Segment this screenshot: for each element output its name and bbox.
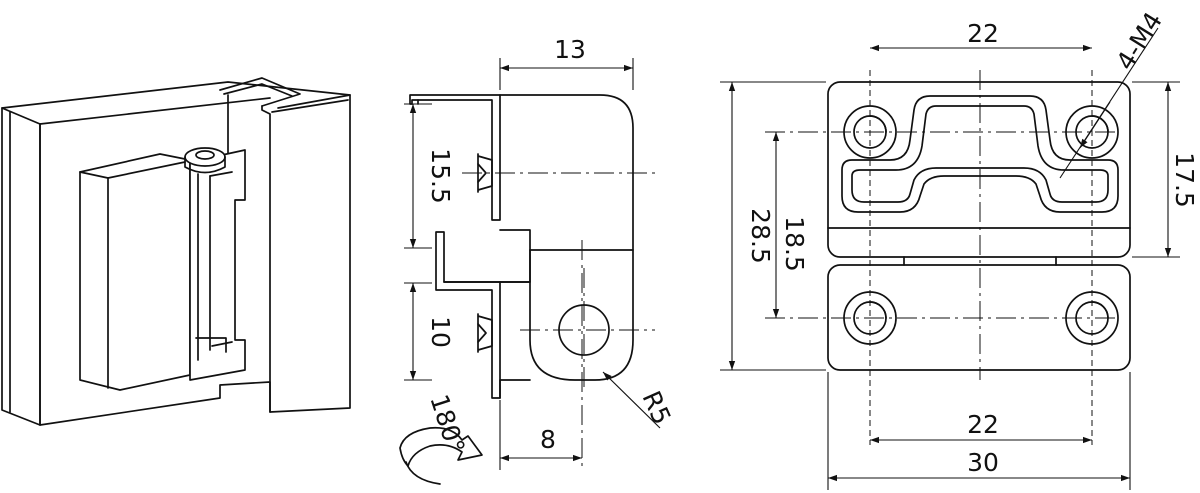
upper-plate [827,81,1131,258]
lower-plate [827,264,1131,371]
screw-upper [462,153,655,193]
dim-side-width: 13 [554,35,586,64]
isometric-view [1,77,351,426]
rotation-arrow-icon [399,426,483,485]
dim-side-radius: R5 [637,387,677,429]
dim-front-top: 22 [967,19,999,48]
side-view: 13 15.5 10 8 R5 180° [399,35,677,485]
raised-boss [841,95,1119,213]
dim-side-upper: 15.5 [426,148,455,204]
dim-front-inner-height: 18.5 [780,216,809,272]
dim-front-bottom: 22 [967,410,999,439]
dim-side-offset: 8 [540,425,556,454]
dim-front-width: 30 [967,448,999,477]
dim-front-total-height: 28.5 [746,208,775,264]
front-view: 22 4-M4 17.5 28.5 18.5 22 30 [720,7,1199,490]
dim-front-right: 17.5 [1170,152,1199,208]
dim-front-thread: 4-M4 [1110,7,1168,75]
dim-rotation: 180° [424,391,470,457]
screw-lower [477,313,493,353]
hinge-body [79,153,191,391]
dim-side-lower: 10 [426,316,455,348]
